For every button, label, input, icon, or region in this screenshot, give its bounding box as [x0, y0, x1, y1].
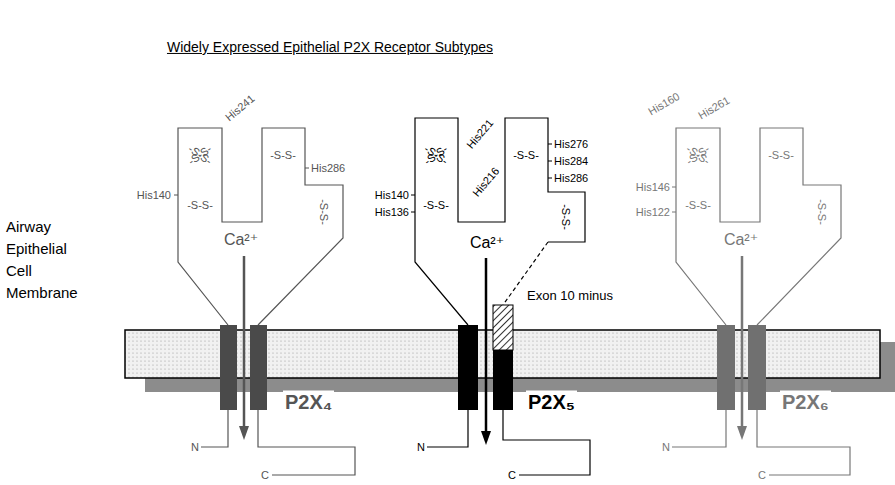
terminus-label: N [417, 441, 425, 454]
figure-title: Widely Expressed Epithelial P2X Receptor… [167, 39, 493, 55]
n-terminus-tail [672, 410, 726, 447]
residue-tick [548, 144, 552, 145]
transmembrane-domain [250, 325, 267, 410]
residue-tick [174, 195, 178, 196]
membrane-label: Airway Epithelial Cell Membrane [6, 216, 86, 304]
transmembrane-domain [220, 325, 237, 410]
residue-tick [305, 168, 309, 169]
residue-tick [411, 212, 415, 213]
residue-label: His261 [696, 94, 732, 122]
exon-10-region [493, 305, 513, 350]
ion-label: Ca²⁺ [470, 234, 504, 252]
arrow-head [239, 426, 249, 440]
residue-label: His286 [554, 172, 588, 185]
c-terminus-tail [503, 410, 590, 475]
ion-label: Ca²⁺ [224, 231, 258, 249]
c-terminus-tail [757, 410, 850, 475]
disulfide-label: -S-S- [423, 199, 449, 212]
terminus-label: N [191, 441, 199, 454]
subtype-label: P2X₆ [780, 391, 831, 414]
residue-label: His284 [554, 155, 588, 168]
residue-tick [548, 178, 552, 179]
n-terminus-tail [427, 410, 468, 447]
residue-label: His221 [464, 117, 496, 151]
residue-label: His160 [646, 90, 682, 118]
transmembrane-domain [717, 325, 735, 410]
subtype-label: P2X₅ [526, 391, 577, 414]
terminus-label: C [758, 469, 766, 482]
residue-tick [411, 195, 415, 196]
residue-label: His140 [375, 189, 409, 202]
transmembrane-domain [493, 350, 513, 410]
terminus-label: C [261, 469, 269, 482]
disulfide-label: -S-S- [816, 199, 829, 225]
disulfide-label: -S-S- [768, 149, 794, 162]
residue-tick [672, 187, 676, 188]
extracellular-loop [676, 128, 841, 325]
arrow-head [737, 426, 747, 440]
disulfide-label: -S-S- [270, 149, 296, 162]
disulfide-label: -S-S- [685, 199, 711, 212]
arrow-head [481, 431, 491, 445]
terminus-label: C [508, 469, 516, 482]
terminus-label: N [662, 441, 670, 454]
ion-flow-arrow [485, 258, 488, 433]
disulfide-label: -S-S- [187, 199, 213, 212]
residue-label: His136 [375, 206, 409, 219]
disulfide-label: -S-S- [318, 199, 331, 225]
subtype-label: P2X₄ [283, 391, 334, 414]
residue-tick [548, 161, 552, 162]
residue-label: His241 [223, 92, 257, 124]
residue-label: His216 [470, 165, 502, 199]
n-terminus-tail [201, 410, 228, 447]
c-terminus-tail [258, 410, 355, 475]
transmembrane-domain [748, 325, 766, 410]
extracellular-loop [178, 128, 343, 325]
residue-tick [672, 212, 676, 213]
disulfide-label: -S-S- [513, 149, 539, 162]
residue-label: His122 [636, 206, 670, 219]
ion-flow-arrow [243, 256, 246, 428]
residue-label: His140 [137, 189, 171, 202]
transmembrane-domain [458, 325, 478, 410]
exon-label: Exon 10 minus [527, 289, 613, 304]
residue-label: His286 [311, 162, 345, 175]
ion-flow-arrow [741, 256, 744, 428]
disulfide-label: -S-S- [560, 204, 573, 230]
residue-label: His146 [636, 181, 670, 194]
residue-label: His276 [554, 138, 588, 151]
ion-label: Ca²⁺ [724, 231, 758, 249]
